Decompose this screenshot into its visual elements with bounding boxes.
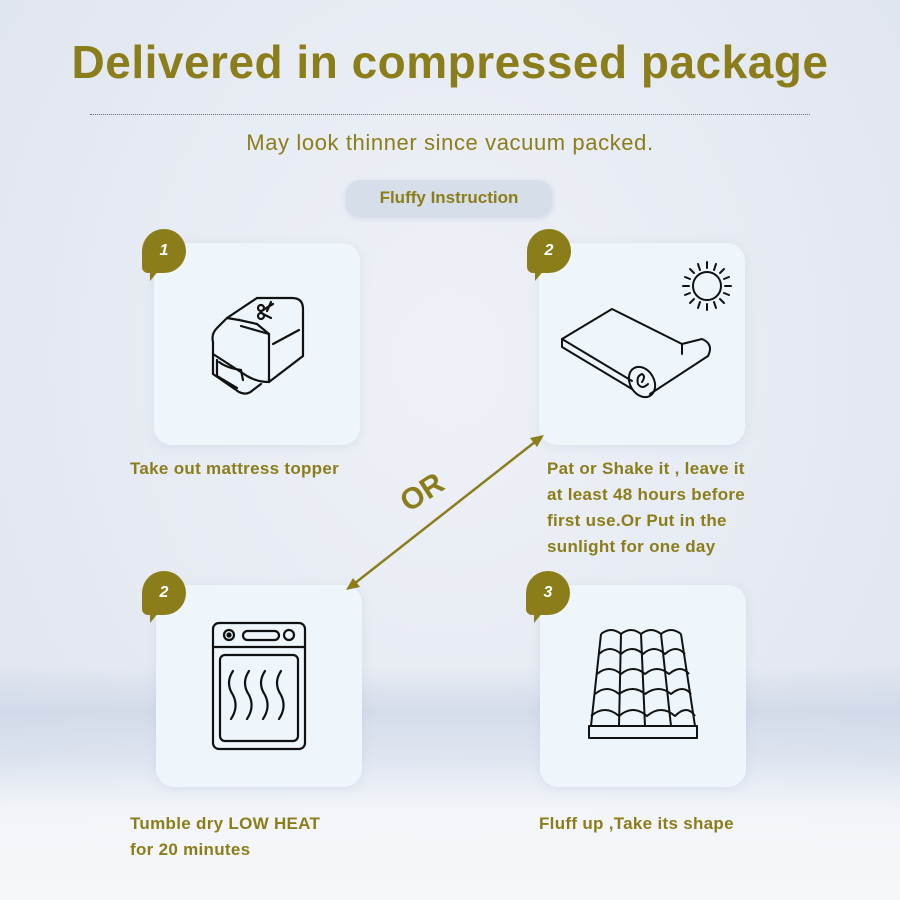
step-caption-1: Take out mattress topper bbox=[130, 456, 339, 482]
tumble-dryer-icon bbox=[211, 621, 307, 751]
step-number: 3 bbox=[543, 584, 553, 601]
section-pill: Fluffy Instruction bbox=[346, 180, 552, 216]
dotted-divider bbox=[90, 114, 810, 115]
caption-line: sunlight for one day bbox=[547, 537, 716, 556]
caption-line: Fluff up ,Take its shape bbox=[539, 814, 734, 833]
caption-line: Take out mattress topper bbox=[130, 459, 340, 478]
step-number: 2 bbox=[159, 584, 169, 601]
fluffed-quilted-topper-icon bbox=[588, 629, 698, 739]
sun-icon bbox=[682, 261, 732, 311]
caption-line: for 20 minutes bbox=[130, 840, 251, 859]
step-badge-2-sun: 2 bbox=[527, 229, 571, 281]
step-badge-1: 1 bbox=[142, 229, 186, 281]
step-card-2-dryer: 2 bbox=[142, 571, 362, 787]
caption-line: first use.Or Put in the bbox=[547, 511, 727, 530]
step-caption-3: Fluff up ,Take its shape bbox=[539, 811, 734, 837]
or-label: OR bbox=[394, 466, 451, 519]
step-caption-2-sun: Pat or Shake it , leave it at least 48 h… bbox=[547, 456, 745, 560]
step-number: 2 bbox=[544, 242, 554, 259]
rolled-topper-with-sun-icon bbox=[561, 261, 732, 399]
step-badge-3: 3 bbox=[526, 571, 570, 623]
step-card-1: 1 bbox=[142, 229, 360, 445]
compressed-package-scissors-icon bbox=[211, 296, 305, 395]
page-subtitle: May look thinner since vacuum packed. bbox=[246, 130, 654, 155]
caption-line: Tumble dry LOW HEAT bbox=[130, 814, 321, 833]
step-badge-2-dryer: 2 bbox=[142, 571, 186, 623]
caption-line: Pat or Shake it , leave it bbox=[547, 459, 745, 478]
step-card-3: 3 bbox=[526, 571, 746, 787]
step-card-2-sun: 2 bbox=[527, 229, 745, 445]
page-title: Delivered in compressed package bbox=[71, 36, 829, 88]
section-pill-label: Fluffy Instruction bbox=[379, 188, 519, 207]
caption-line: at least 48 hours before bbox=[547, 485, 746, 504]
step-number: 1 bbox=[159, 242, 169, 259]
step-caption-2-dryer: Tumble dry LOW HEAT for 20 minutes bbox=[130, 811, 320, 863]
